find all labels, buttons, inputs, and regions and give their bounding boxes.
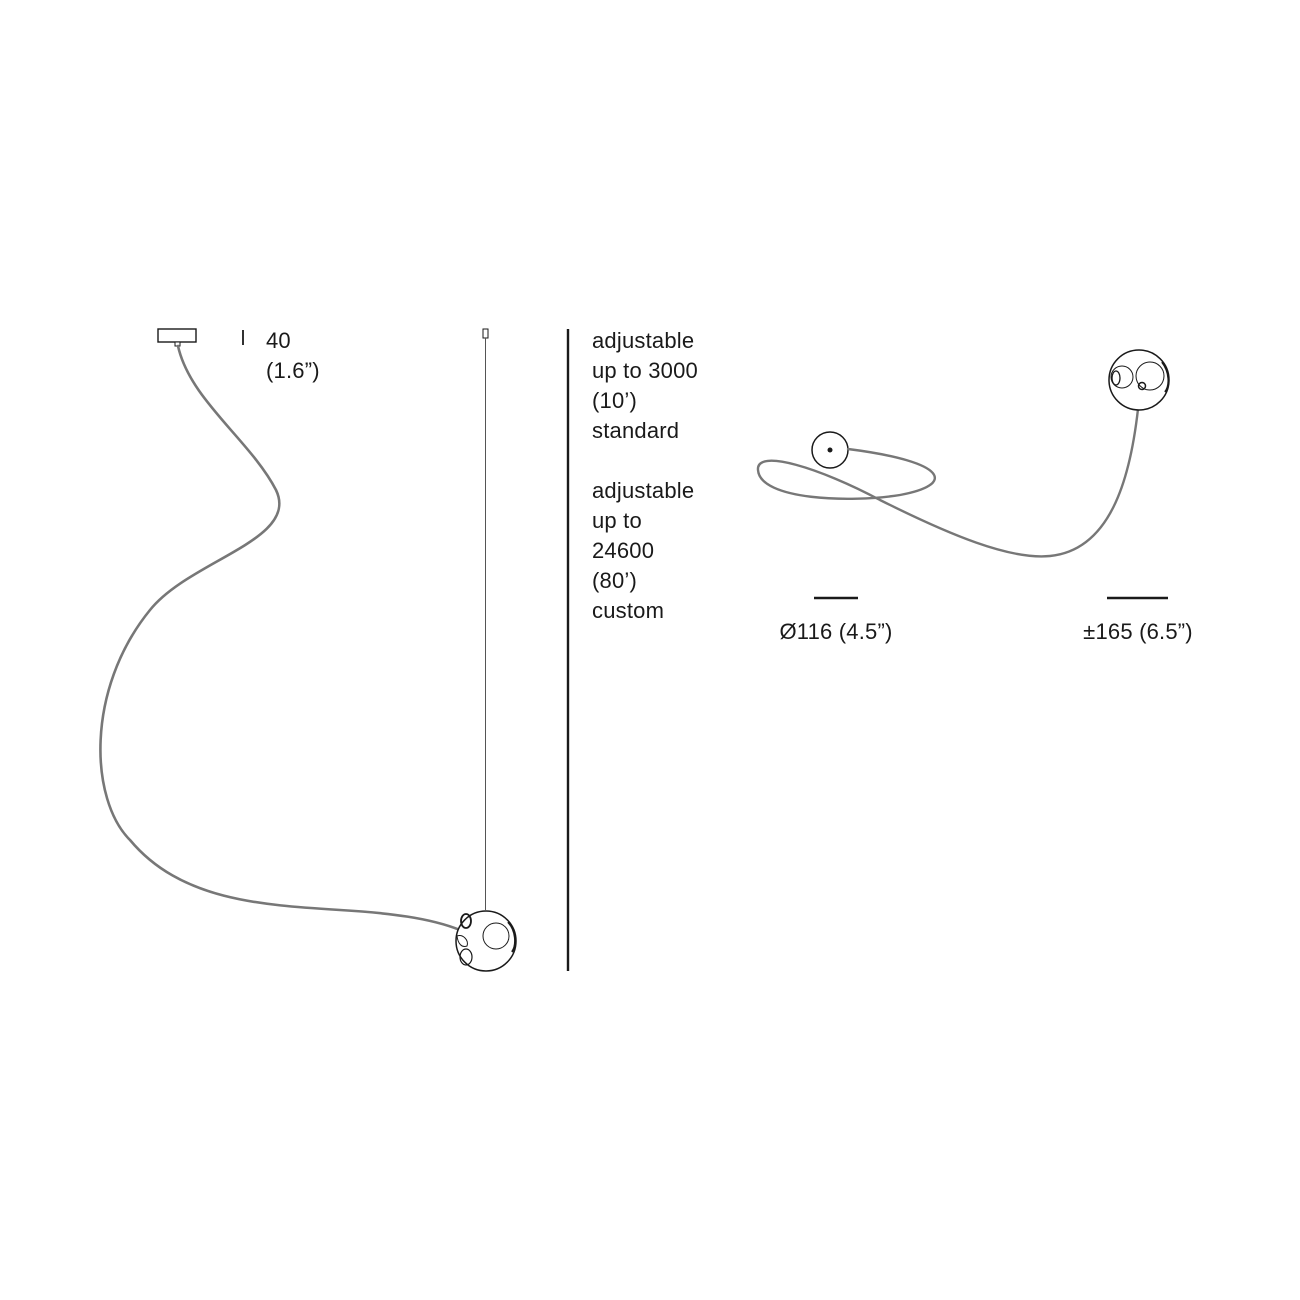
cord-note-line: up to: [592, 508, 642, 533]
top-view-canopy: [811, 431, 849, 469]
pendant-globe-left: [455, 910, 517, 972]
top-view-cable: [756, 407, 1140, 558]
cord-note-line: standard: [592, 418, 680, 443]
cord-note-line: (10’): [592, 388, 638, 413]
top-view-globe: [1108, 349, 1170, 411]
canopy-height-label: 40 (1.6”): [266, 326, 320, 386]
length-label: ±165 (6.5”): [1083, 619, 1193, 644]
canopy-height-inch: (1.6”): [266, 358, 320, 383]
straight-canopy: [482, 328, 489, 339]
cord-note-line: adjustable: [592, 478, 695, 503]
canopy-height-mm: 40: [266, 328, 291, 353]
cord-note-line: up to 3000: [592, 358, 698, 383]
diameter-label: Ø116 (4.5”): [779, 619, 893, 644]
ceiling-canopy: [157, 328, 197, 343]
cord-length-standard: adjustable up to 3000 (10’) standard: [592, 326, 698, 446]
cord-note-line: adjustable: [592, 328, 695, 353]
cord-note-line: custom: [592, 598, 665, 623]
cord-note-line: (80’): [592, 568, 638, 593]
cord-note-line: 24600: [592, 538, 655, 563]
flowing-cable: [99, 344, 462, 932]
cord-length-custom: adjustable up to 24600 (80’) custom: [592, 476, 694, 626]
